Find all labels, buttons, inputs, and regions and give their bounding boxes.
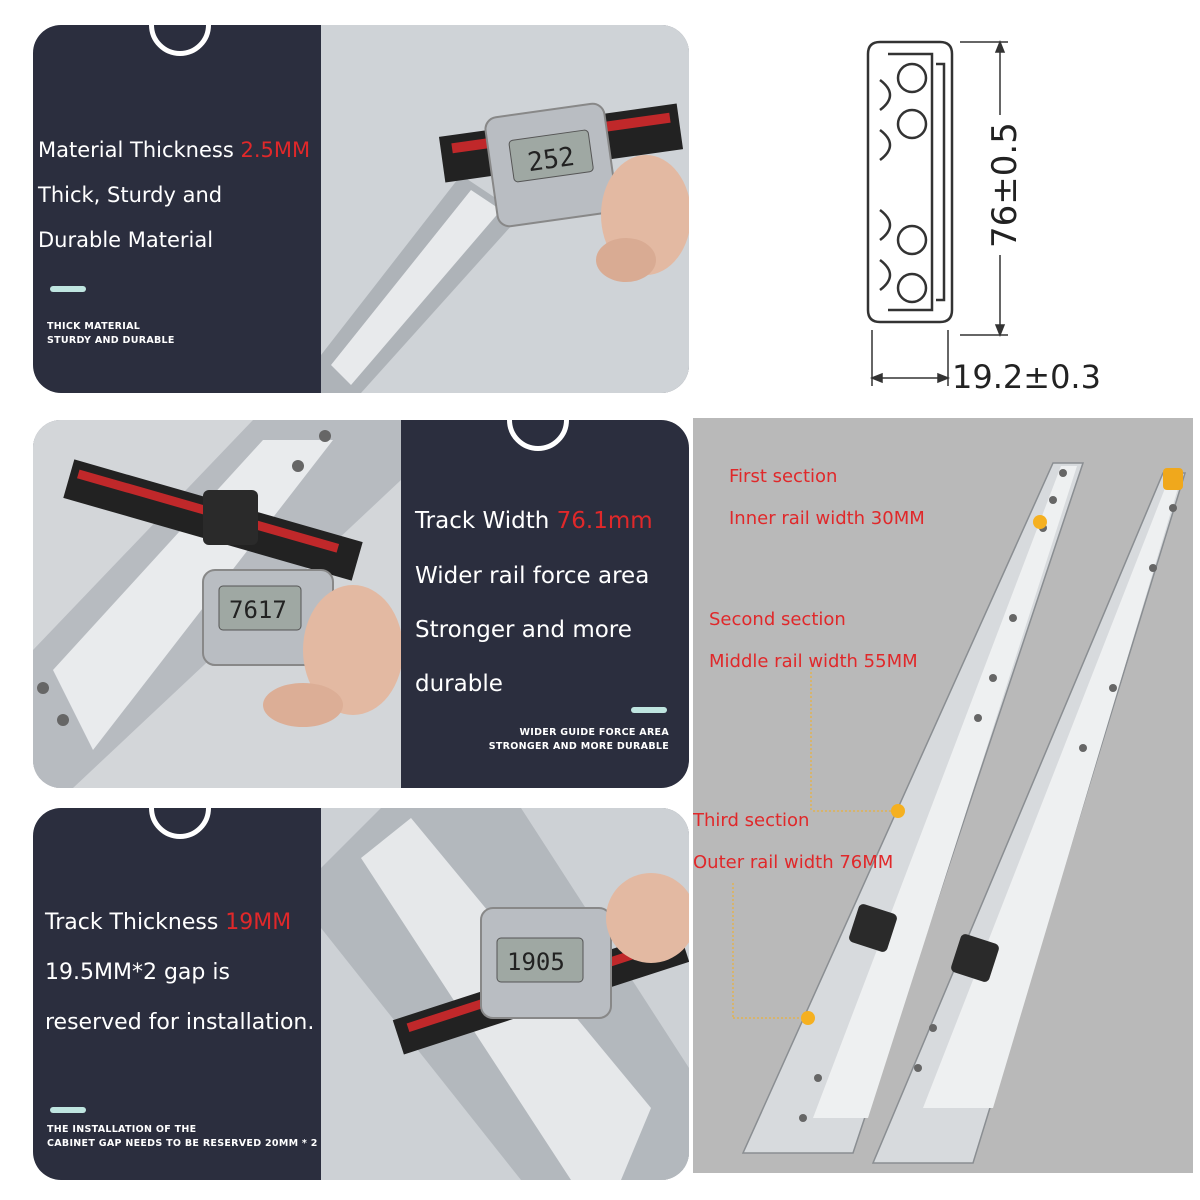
- panel3-heading: Track Thickness 19MM: [45, 910, 291, 935]
- panel1-pill: [50, 286, 86, 292]
- caliper-photo-3: 1905: [321, 808, 689, 1180]
- panel2-heading: Track Width 76.1mm: [415, 508, 653, 534]
- first-section-marker: [1033, 515, 1047, 529]
- third-section-desc: Outer rail width 76MM: [693, 852, 894, 873]
- caliper-reading-1: 252: [526, 142, 577, 178]
- panel1-small2: STURDY AND DURABLE: [47, 335, 175, 346]
- panel-material-thickness: 252 Material Thickness 2.5MM Thick, Stur…: [33, 25, 689, 393]
- caliper-photo-1: 252: [321, 25, 689, 393]
- first-section-title: First section: [729, 466, 838, 487]
- rail-profile-drawing: [866, 39, 1008, 386]
- panel3-small1: THE INSTALLATION OF THE: [47, 1124, 197, 1135]
- panel2-small2: STRONGER AND MORE DURABLE: [488, 741, 669, 752]
- panel3-heading-label: Track Thickness: [45, 910, 226, 935]
- caliper-reading-3: 1905: [507, 948, 565, 976]
- panel-notch-1: [149, 25, 211, 56]
- caliper-illustration-2: 7617: [33, 420, 403, 788]
- panel2-line4: durable: [415, 671, 503, 697]
- panel1-heading-label: Material Thickness: [38, 138, 241, 162]
- panel2-small1: WIDER GUIDE FORCE AREA: [519, 727, 669, 738]
- first-section-desc: Inner rail width 30MM: [729, 508, 925, 529]
- panel-notch-2: [507, 420, 569, 451]
- panel-notch-3: [149, 808, 211, 839]
- panel1-line2: Thick, Sturdy and: [38, 183, 223, 207]
- second-section-title: Second section: [709, 609, 846, 630]
- second-section-desc: Middle rail width 55MM: [709, 651, 918, 672]
- rail-sections-panel: First section Inner rail width 30MM Seco…: [693, 418, 1193, 1173]
- height-dimension-label: 76±0.5: [985, 122, 1025, 248]
- panel2-line3: Stronger and more: [415, 617, 632, 643]
- panel1-heading: Material Thickness 2.5MM: [38, 138, 310, 162]
- width-dimension-label: 19.2±0.3: [952, 358, 1101, 396]
- cross-section-diagram: 76±0.5 19.2±0.3: [840, 20, 1170, 405]
- third-section-title: Third section: [693, 810, 810, 831]
- panel1-small1: THICK MATERIAL: [47, 321, 141, 332]
- panel-track-thickness: 1905 Track Thickness 19MM 19.5MM*2 gap i…: [33, 808, 689, 1180]
- caliper-photo-2: 7617: [33, 420, 403, 788]
- panel3-small2: CABINET GAP NEEDS TO BE RESERVED 20MM * …: [47, 1138, 318, 1149]
- panel1-heading-value: 2.5MM: [240, 138, 311, 162]
- panel3-line3: reserved for installation.: [45, 1010, 315, 1035]
- panel2-heading-label: Track Width: [415, 508, 557, 534]
- panel3-pill: [50, 1107, 86, 1113]
- panel3-heading-value: 19MM: [225, 910, 292, 935]
- panel3-line2: 19.5MM*2 gap is: [45, 960, 230, 985]
- panel2-line2: Wider rail force area: [415, 563, 650, 589]
- third-section-marker: [801, 1011, 815, 1025]
- caliper-illustration-3: 1905: [321, 808, 689, 1180]
- caliper-illustration-1: 252: [321, 25, 689, 393]
- panel1-line3: Durable Material: [38, 228, 214, 252]
- panel-track-width: 7617 Track Width 76.1mm Wider rail force…: [33, 420, 689, 788]
- rail-photo: [732, 462, 1187, 1164]
- panel2-heading-value: 76.1mm: [556, 508, 653, 534]
- panel2-pill: [631, 707, 667, 713]
- caliper-reading-2: 7617: [229, 596, 287, 624]
- second-section-marker: [891, 804, 905, 818]
